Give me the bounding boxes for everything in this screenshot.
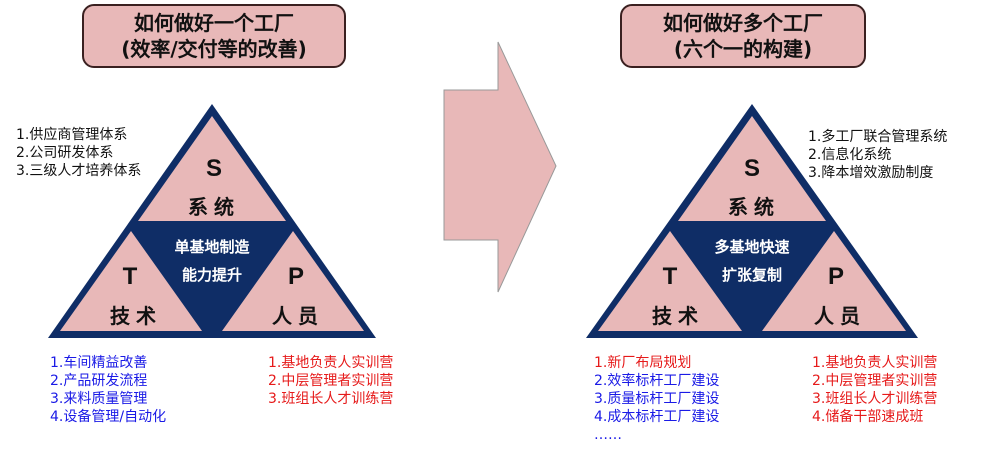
- left-s-region: [138, 116, 286, 221]
- list-item: 1.供应商管理体系: [16, 127, 128, 143]
- list-item: 2.中层管理者实训营: [812, 373, 938, 389]
- list-item: 2.公司研发体系: [16, 145, 114, 161]
- list-item: 2.中层管理者实训营: [268, 373, 394, 389]
- right-p-region: [762, 231, 906, 331]
- right-people-list: 1.基地负责人实训营 2.中层管理者实训营 3.班组长人才训练营 4.储备干部速…: [812, 354, 937, 426]
- list-item: 3.质量标杆工厂建设: [594, 391, 720, 407]
- right-p-label: 人员: [814, 304, 866, 328]
- list-item: 4.成本标杆工厂建设: [594, 409, 720, 425]
- right-center-line1: 多基地快速: [714, 238, 789, 256]
- left-system-list: 1.供应商管理体系 2.公司研发体系 3.三级人才培养体系: [16, 126, 141, 180]
- left-p-region: [222, 231, 364, 331]
- left-title-box: 如何做好一个工厂 (效率/交付等的改善): [82, 4, 346, 68]
- left-title-line1: 如何做好一个工厂: [134, 11, 294, 35]
- left-p-letter: P: [288, 263, 304, 290]
- left-center-line2: 能力提升: [182, 266, 242, 284]
- list-item: 3.班组长人才训练营: [812, 391, 938, 407]
- right-t-region: [598, 231, 742, 331]
- right-center-line2: 扩张复制: [722, 266, 782, 284]
- list-item: 4.储备干部速成班: [812, 409, 924, 425]
- right-tech-list: 1.新厂布局规划 2.效率标杆工厂建设 3.质量标杆工厂建设 4.成本标杆工厂建…: [594, 354, 719, 444]
- right-title-line2: (六个一的构建): [673, 37, 813, 61]
- list-item: 2.产品研发流程: [50, 373, 148, 389]
- left-s-label: 系统: [188, 195, 240, 219]
- list-item: 3.班组长人才训练营: [268, 391, 394, 407]
- list-item: 1.基地负责人实训营: [812, 355, 938, 371]
- left-center-line1: 单基地制造: [174, 238, 249, 256]
- list-item: 1.车间精益改善: [50, 355, 148, 371]
- list-item: 2.效率标杆工厂建设: [594, 373, 720, 389]
- right-s-region: [678, 116, 826, 221]
- left-triangle: [48, 104, 376, 338]
- right-title-line1: 如何做好多个工厂: [663, 11, 823, 35]
- list-item: 3.来料质量管理: [50, 391, 148, 407]
- list-item: 1.基地负责人实训营: [268, 355, 394, 371]
- list-item: 1.新厂布局规划: [594, 355, 692, 371]
- left-tech-list: 1.车间精益改善 2.产品研发流程 3.来料质量管理 4.设备管理/自动化: [50, 354, 166, 426]
- right-title-box: 如何做好多个工厂 (六个一的构建): [620, 4, 866, 68]
- right-p-letter: P: [828, 263, 844, 290]
- list-item: 2.信息化系统: [808, 147, 892, 163]
- list-item: 3.三级人才培养体系: [16, 163, 142, 179]
- right-t-label: 技术: [652, 304, 704, 328]
- left-p-label: 人员: [272, 304, 324, 328]
- list-item: ……: [594, 427, 622, 443]
- left-t-letter: T: [123, 263, 138, 290]
- right-t-letter: T: [663, 263, 678, 290]
- right-triangle: [586, 104, 918, 338]
- left-t-label: 技术: [110, 304, 162, 328]
- left-t-region: [60, 231, 202, 331]
- transition-arrow: [443, 41, 557, 293]
- left-title-line2: (效率/交付等的改善): [121, 37, 307, 61]
- right-s-label: 系统: [728, 195, 780, 219]
- right-system-list: 1.多工厂联合管理系统 2.信息化系统 3.降本增效激励制度: [808, 128, 947, 182]
- left-s-letter: S: [206, 155, 222, 182]
- left-people-list: 1.基地负责人实训营 2.中层管理者实训营 3.班组长人才训练营: [268, 354, 393, 408]
- list-item: 4.设备管理/自动化: [50, 409, 167, 425]
- right-s-letter: S: [744, 155, 760, 182]
- list-item: 1.多工厂联合管理系统: [808, 129, 948, 145]
- list-item: 3.降本增效激励制度: [808, 165, 934, 181]
